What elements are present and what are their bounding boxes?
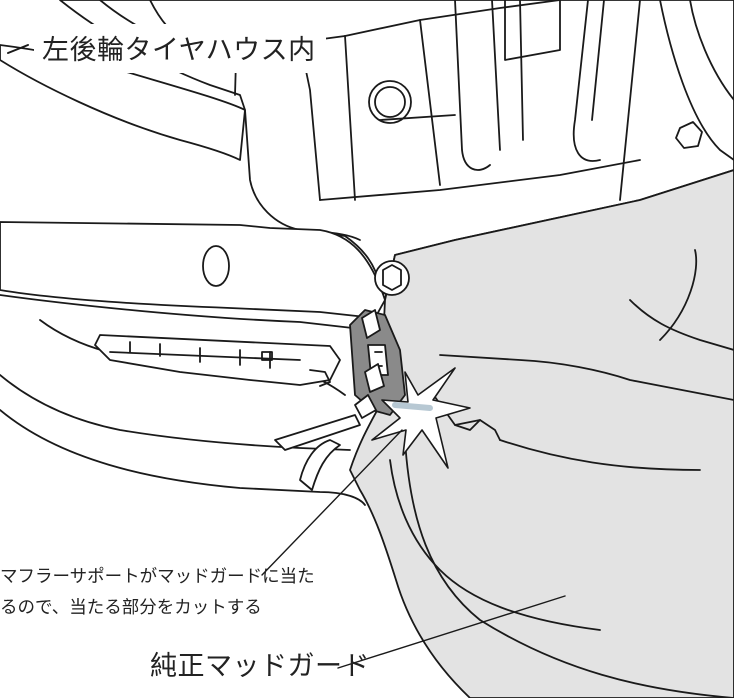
mudguard-label: 純正マッドガード bbox=[150, 651, 370, 682]
lower-arm bbox=[0, 44, 386, 506]
callout-line-1: マフラーサポートがマッドガードに当た bbox=[0, 567, 315, 587]
wheel-house-title-label: 左後輪タイヤハウス内 bbox=[34, 24, 326, 73]
title-leader-tick bbox=[7, 44, 29, 54]
mudguard-leader-line bbox=[337, 595, 566, 669]
callout-line-2: るので、当たる部分をカットする bbox=[0, 598, 262, 618]
spark-icon bbox=[371, 367, 471, 469]
bolt bbox=[374, 260, 410, 296]
cut-instruction-callout: マフラーサポートがマッドガードに当た るので、当たる部分をカットする bbox=[0, 562, 315, 624]
mudguard bbox=[349, 169, 734, 698]
callout-leader-line bbox=[261, 429, 403, 576]
muffler-support-bracket bbox=[274, 309, 406, 491]
